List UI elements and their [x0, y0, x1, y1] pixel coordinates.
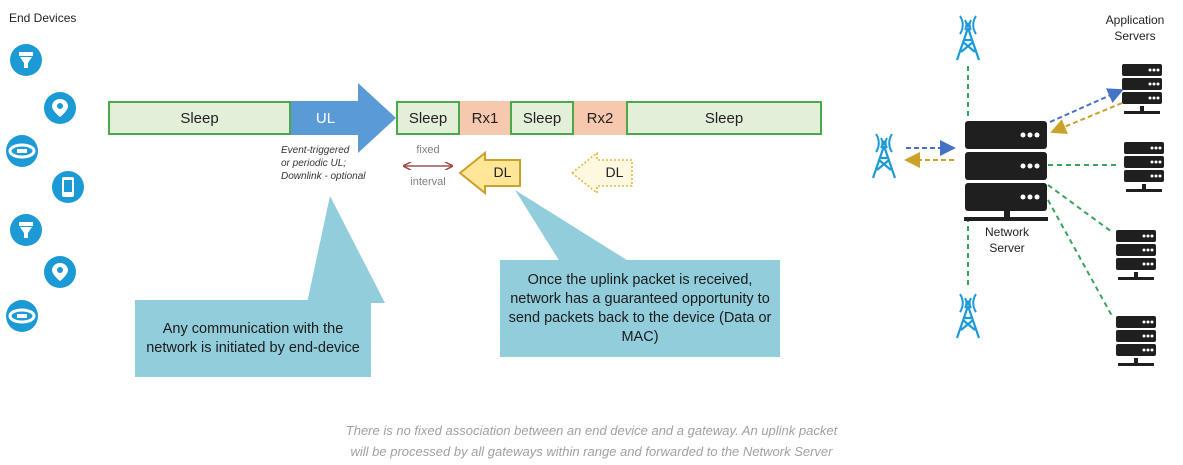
app-uplink-arrow	[1049, 88, 1124, 123]
dl-label-2: DL	[605, 164, 624, 180]
server-icon	[1124, 142, 1164, 192]
interval-label: interval	[410, 176, 446, 188]
timeline-rx2: Rx2	[574, 101, 626, 135]
timeline-rx1: Rx1	[460, 101, 510, 135]
dl-arrow-solid	[458, 150, 521, 196]
timeline-sleep-3: Sleep	[510, 101, 574, 135]
tower-icon	[955, 293, 981, 339]
callout-right-tail	[515, 190, 630, 262]
application-servers-label: Application Servers	[1105, 13, 1165, 43]
server-icon	[1122, 64, 1162, 114]
network-links	[967, 66, 1116, 317]
timeline-sleep-1: Sleep	[108, 101, 291, 135]
end-devices-label: End Devices	[9, 11, 77, 25]
server-rack-icon	[964, 121, 1048, 221]
timeline-ul: UL	[315, 110, 336, 127]
phone-icon	[52, 171, 84, 203]
water-meter-icon	[10, 44, 42, 76]
location-pin-icon	[44, 256, 76, 288]
server-icon	[1116, 230, 1156, 280]
tower-icon	[955, 15, 981, 61]
ul-arrow	[291, 83, 396, 153]
app-downlink-arrow	[1050, 102, 1123, 135]
tag-band-icon	[6, 135, 38, 167]
timeline-sleep-4: Sleep	[626, 101, 822, 135]
tag-band-icon	[6, 300, 38, 332]
footer-note: There is no fixed association between an…	[345, 423, 838, 459]
callout-left-text: Any communication with the network is in…	[146, 320, 360, 356]
callout-left: Any communication with the network is in…	[135, 300, 371, 377]
water-meter-icon	[10, 214, 42, 246]
fixed-label: fixed	[416, 144, 440, 156]
timeline-sleep-2: Sleep	[396, 101, 460, 135]
dl-arrow-dotted	[570, 151, 633, 195]
ul-note: Event-triggered or periodic UL; Downlink…	[281, 145, 366, 182]
dl-label-1: DL	[493, 164, 512, 180]
location-pin-icon	[44, 92, 76, 124]
callout-left-tail	[307, 196, 385, 303]
network-server-label: Network Server	[984, 225, 1029, 255]
tower-icon	[871, 133, 897, 179]
callout-right: Once the uplink packet is received, netw…	[500, 260, 780, 357]
callout-right-text: Once the uplink packet is received, netw…	[508, 271, 772, 345]
server-icon	[1116, 316, 1156, 366]
